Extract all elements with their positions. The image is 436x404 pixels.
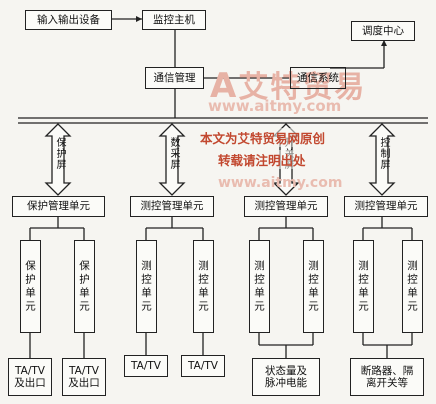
unit-box-measure-3: 测控单元 xyxy=(249,240,270,333)
screen-label-data-acquisition: 数采屏 xyxy=(168,137,179,170)
monitor-host-label: 监控主机 xyxy=(153,13,195,26)
unit-box-measure-4: 测控单元 xyxy=(303,240,324,333)
unit-box-control-2: 测控单元 xyxy=(402,240,423,333)
manager-box-switch: 测控管理单元 xyxy=(244,196,328,217)
io-device-label: 输入输出设备 xyxy=(37,13,100,26)
manager-box-control: 测控管理单元 xyxy=(344,196,428,217)
terminal-box-tatv-2: TA/TV xyxy=(181,355,225,377)
comm-management-box: 通信管理 xyxy=(145,67,204,89)
manager-box-acquisition: 测控管理单元 xyxy=(130,196,214,217)
terminal-box-status-pulse: 状态量及 脉冲电能 xyxy=(252,358,320,396)
terminal-box-tatv-1: TA/TV xyxy=(124,355,168,377)
unit-box-protection-2: 保护单元 xyxy=(74,240,95,333)
unit-box-measure-2: 测控单元 xyxy=(193,240,214,333)
manager-box-protection: 保护管理单元 xyxy=(12,196,105,217)
unit-box-control-1: 测控单元 xyxy=(353,240,374,333)
screen-label-switch: 开关屏 xyxy=(282,137,293,170)
unit-box-measure-1: 测控单元 xyxy=(136,240,157,333)
dispatch-center-label: 调度中心 xyxy=(362,24,404,37)
comm-system-box: 通信系统 xyxy=(290,67,346,89)
terminal-box-tatv-output-2: TA/TV 及出口 xyxy=(62,358,106,396)
comm-management-label: 通信管理 xyxy=(153,71,196,84)
comm-system-label: 通信系统 xyxy=(297,71,339,84)
terminal-box-tatv-output-1: TA/TV 及出口 xyxy=(8,358,52,396)
screen-label-protection: 保护屏 xyxy=(54,137,65,170)
screen-label-control: 控制屏 xyxy=(378,137,389,170)
unit-box-protection-1: 保护单元 xyxy=(20,240,41,333)
terminal-box-breaker-switch: 断路器、隔 离开关等 xyxy=(350,358,424,396)
io-device-box: 输入输出设备 xyxy=(25,10,112,30)
monitor-host-box: 监控主机 xyxy=(142,10,206,30)
dispatch-center-box: 调度中心 xyxy=(351,21,415,41)
